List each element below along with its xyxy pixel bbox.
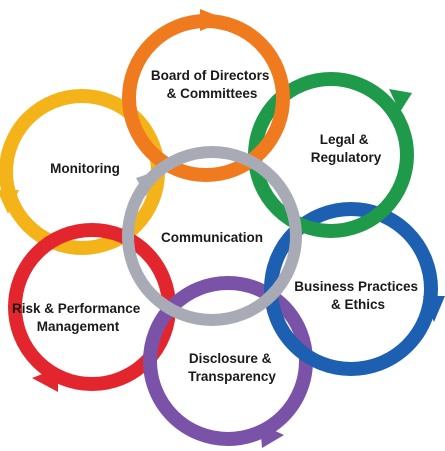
label-monitoring: Monitoring (50, 161, 120, 176)
label-risk-line-2: Management (37, 319, 120, 334)
label-risk: Risk & Performance Management (12, 301, 144, 334)
ring-risk-arrowhead (32, 368, 58, 392)
label-disclosure: Disclosure & Transparency (188, 351, 276, 384)
label-board-line-1: Board of Directors (151, 68, 270, 83)
label-business-line-1: Business Practices (294, 279, 418, 294)
ring-communication-circle (122, 146, 302, 326)
ring-board (122, 9, 290, 182)
label-legal-line-1: Legal & (320, 132, 369, 147)
label-business: Business Practices & Ethics (294, 279, 422, 312)
label-disclosure-line-1: Disclosure & (189, 351, 272, 366)
ring-business-arrowhead (423, 296, 445, 322)
ring-board-arrowhead (200, 9, 228, 31)
label-risk-line-1: Risk & Performance (12, 301, 141, 316)
ring-legal-arrowhead (389, 89, 412, 112)
label-business-line-2: & Ethics (331, 297, 385, 312)
ring-monitoring-arrowhead (0, 190, 19, 214)
label-disclosure-line-2: Transparency (188, 369, 276, 384)
label-board-line-2: & Committees (167, 86, 258, 101)
label-legal: Legal & Regulatory (311, 132, 382, 165)
label-communication: Communication (161, 230, 263, 245)
ring-disclosure-arrowhead (260, 424, 284, 448)
label-legal-line-2: Regulatory (311, 150, 382, 165)
label-board: Board of Directors & Committees (151, 68, 273, 101)
label-monitoring-line-1: Monitoring (50, 161, 120, 176)
ring-communication (122, 146, 302, 326)
ring-communication-arrowhead (136, 170, 160, 196)
